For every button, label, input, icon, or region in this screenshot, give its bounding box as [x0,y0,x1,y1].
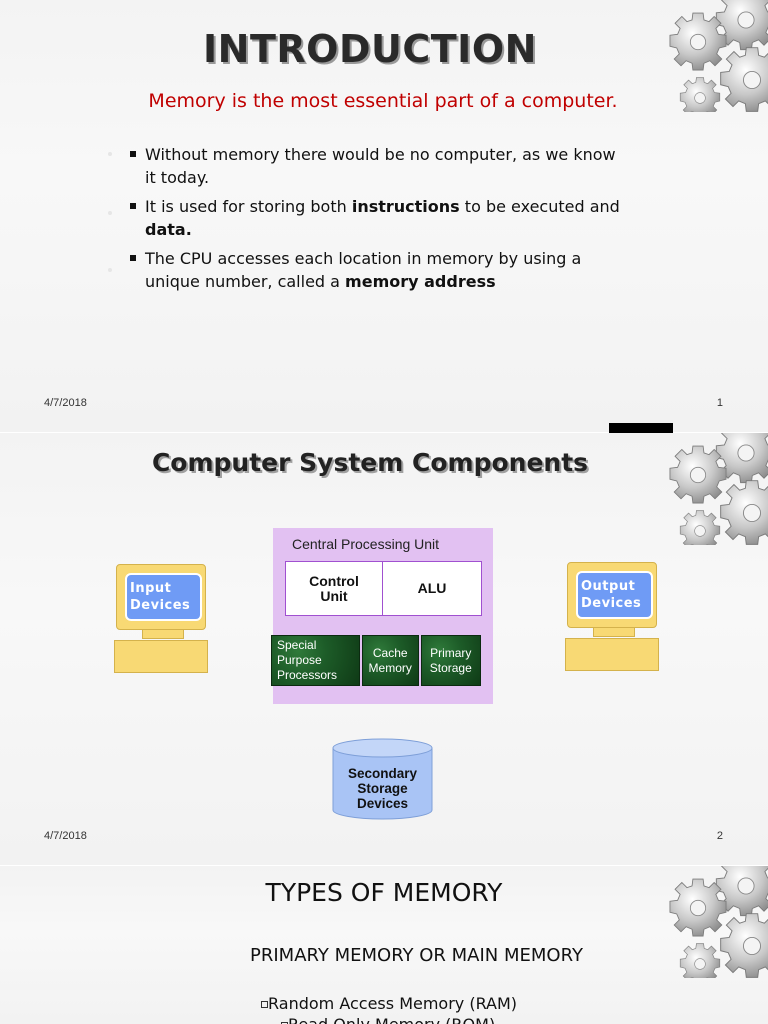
special-line1: Special [277,638,317,652]
bullet-marker [130,255,136,261]
alu: ALU [417,580,447,596]
cache-line2: Memory [368,660,412,675]
output-devices-screen: Output Devices [576,571,653,619]
faint-dot [108,211,112,215]
special-line2: Purpose [277,653,322,667]
slide-3-title: TYPES OF MEMORY [265,878,503,907]
secondary-storage-label: Secondary Storage Devices [332,766,433,811]
secondary-line3: Devices [356,796,409,811]
slide-2: Computer System Components Input Devices… [0,433,768,865]
bullet-item: It is used for storing both instructions… [130,195,630,241]
slide-1-subtitle: Memory is the most essential part of a c… [148,90,618,112]
primary-line1: Primary [430,645,472,660]
cache-line1: Cache [372,645,408,660]
monitor: Input Devices [116,564,206,630]
bullet-bold-data: data. [145,220,192,239]
slide-date: 4/7/2018 [44,397,87,409]
bullet-item: Without memory there would be no compute… [130,143,630,189]
slide-number: 1 [716,397,723,409]
slide-3-subtitle: PRIMARY MEMORY OR MAIN MEMORY [250,945,583,966]
output-devices-computer: Output Devices [565,562,659,672]
input-devices-screen: Input Devices [125,573,202,621]
output-label-line1: Output [581,579,636,594]
input-devices-computer: Input Devices [114,564,208,674]
primary-line2: Storage [429,660,472,675]
bullet-item: The CPU accesses each location in memory… [130,247,630,293]
faint-dot [108,152,112,156]
bullet-text: It is used for storing both [145,197,352,216]
bullet-text: The CPU accesses each location in memory… [145,249,582,291]
input-label-line2: Devices [130,598,191,613]
special-line3: Processors [277,668,338,682]
bullet-bold-memory-address: memory address [345,272,496,291]
bullet-text: Without memory there would be no compute… [145,145,616,187]
bullet-bold-instructions: instructions [351,197,460,216]
cpu-label: Central Processing Unit [292,536,440,552]
input-label-line1: Input [130,581,172,596]
monitor-stand [142,629,184,639]
control-unit-line1: Control [309,572,359,589]
cylinder-icon [332,738,433,820]
monitor-stand [593,627,635,637]
computer-base [565,638,659,671]
secondary-line1: Secondary [347,766,418,781]
secondary-storage-cylinder: Secondary Storage Devices [332,738,433,820]
faint-dot [108,268,112,272]
rom-text: Read Only Memory (ROM) [288,1015,495,1024]
monitor: Output Devices [567,562,657,628]
ram-text: Random Access Memory (RAM) [268,994,518,1013]
bullet-box-icon [261,1001,268,1008]
slide-1-title: INTRODUCTION [203,27,537,71]
bullet-list: Without memory there would be no compute… [130,143,630,299]
slide-date: 4/7/2018 [44,830,87,842]
divider-bar [609,423,673,433]
control-unit-line2: Unit [320,587,348,604]
bullet-box-icon [281,1022,288,1024]
slide-2-title: Computer System Components [151,448,589,477]
rom-item: Read Only Memory (ROM) [281,1015,495,1024]
bullet-marker [130,151,136,157]
output-label-line2: Devices [581,596,642,611]
bullet-text: to be executed and [459,197,620,216]
bullet-marker [130,203,136,209]
slide-1: INTRODUCTION Memory is the most essentia… [0,0,768,432]
ram-item: Random Access Memory (RAM) [261,994,518,1013]
secondary-line2: Storage [357,781,408,796]
slide-number: 2 [716,830,723,842]
computer-base [114,640,208,673]
slide-3: TYPES OF MEMORY PRIMARY MEMORY OR MAIN M… [0,866,768,1024]
